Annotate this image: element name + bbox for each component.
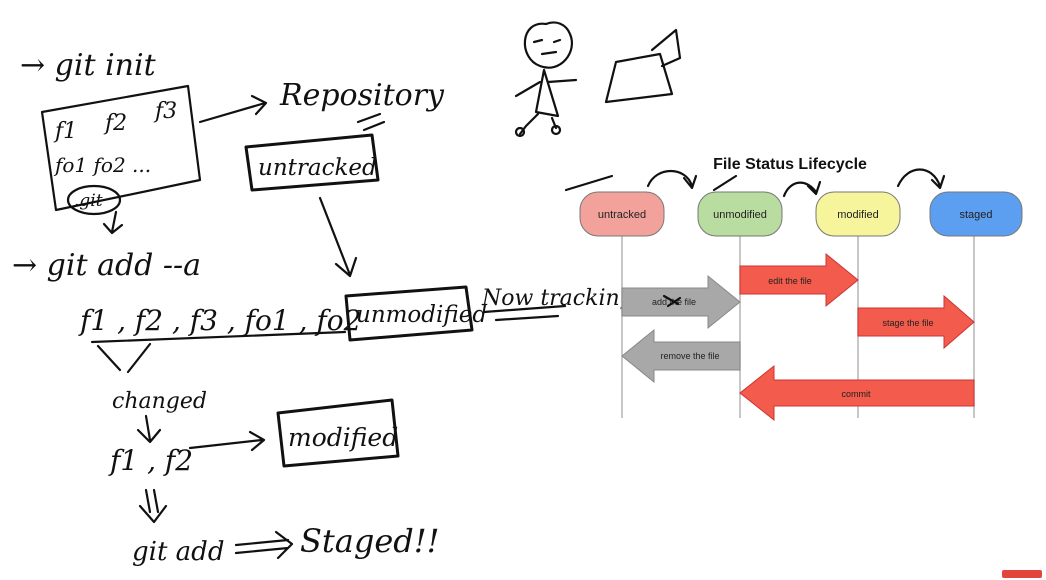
diagram-annotation-tick-2 [712,174,738,192]
unmodified-box [344,285,474,342]
changed-to-modified-arrow [188,430,266,452]
untracked-box [244,133,380,192]
state-unmodified-pill [697,191,783,237]
arrow-remove-the-file-label: remove the file [660,351,719,361]
state-untracked-label: untracked [598,209,646,221]
arrow-remove-the-file [621,328,741,384]
repository-underline [356,112,386,132]
diagram-annotation-curve-2 [782,180,822,198]
arrow-add-the-file [621,274,741,330]
changed-pointer-lines [96,342,152,374]
state-untracked-pill [579,191,665,237]
modified-note: modified [288,423,398,452]
diagram-annotation-curve-1 [646,170,698,190]
arrow-stage-the-file-label: stage the file [882,318,933,328]
figure-foot-right [550,124,562,136]
git-add-to-staged-arrow [234,530,294,560]
changed-note: changed [112,389,207,414]
file-f3: f3 [153,99,177,124]
state-staged-pill [929,191,1023,237]
git-add-note: git add [132,537,224,567]
diagram-annotation-curve-3 [896,168,946,190]
arrow-edit-the-file [739,252,859,308]
untracked-note: untracked [258,155,377,181]
arrow-commit-label: commit [842,389,871,399]
git-folder-circle [66,184,122,216]
arrow-stage-the-file [857,294,975,350]
stick-figure-doodle [514,21,682,138]
repository-note: Repository [279,78,445,113]
tracked-files-underline [90,330,347,344]
changed-files-note: f1 , f2 [108,444,193,477]
figure-body [534,68,560,118]
state-unmodified-label: unmodified [713,209,767,221]
file-f2: f2 [103,111,127,136]
working-dir-box [40,84,202,212]
git-add-all-note: → git add --a [12,248,201,283]
figure-legs [518,112,558,136]
staged-note: Staged!! [300,522,439,560]
state-modified-pill [815,191,901,237]
box-to-repository-arrow [198,94,268,124]
untracked-to-unmodified-arrow [318,196,358,278]
modified-box [276,398,400,468]
figure-face [532,38,562,56]
now-tracking-underline [482,304,567,322]
git-init-note: → git init [20,48,157,83]
arrow-commit [739,364,975,422]
diagram-annotation-tick [564,174,614,192]
state-staged-label: staged [959,209,992,221]
figure-head [523,21,573,69]
state-modified-label: modified [837,209,879,221]
paper-sheet-doodle [604,52,674,104]
file-status-lifecycle-diagram: File Status Lifecycle untracked unmodifi… [564,156,1023,422]
figure-foot-left [514,126,526,138]
unmodified-note: unmodified [356,302,487,328]
arrow-edit-the-file-label: edit the file [768,276,812,286]
tracked-files-note: f1 , f2 , f3 , fo1 , fo2 [78,304,361,337]
corner-badge [1002,570,1042,578]
changed-arrow [136,414,162,444]
git-folder-arrow [102,210,124,235]
file-f1: f1 [53,119,77,144]
git-folder-label: .git [74,191,103,211]
diagram-annotation-scribble [662,294,682,308]
lifecycle-title: File Status Lifecycle [713,156,867,173]
paper-flap-doodle [650,28,682,68]
modified-to-git-add-arrow [138,488,168,524]
folder-files: fo1 fo2 ... [53,153,151,177]
figure-arms [514,78,578,98]
